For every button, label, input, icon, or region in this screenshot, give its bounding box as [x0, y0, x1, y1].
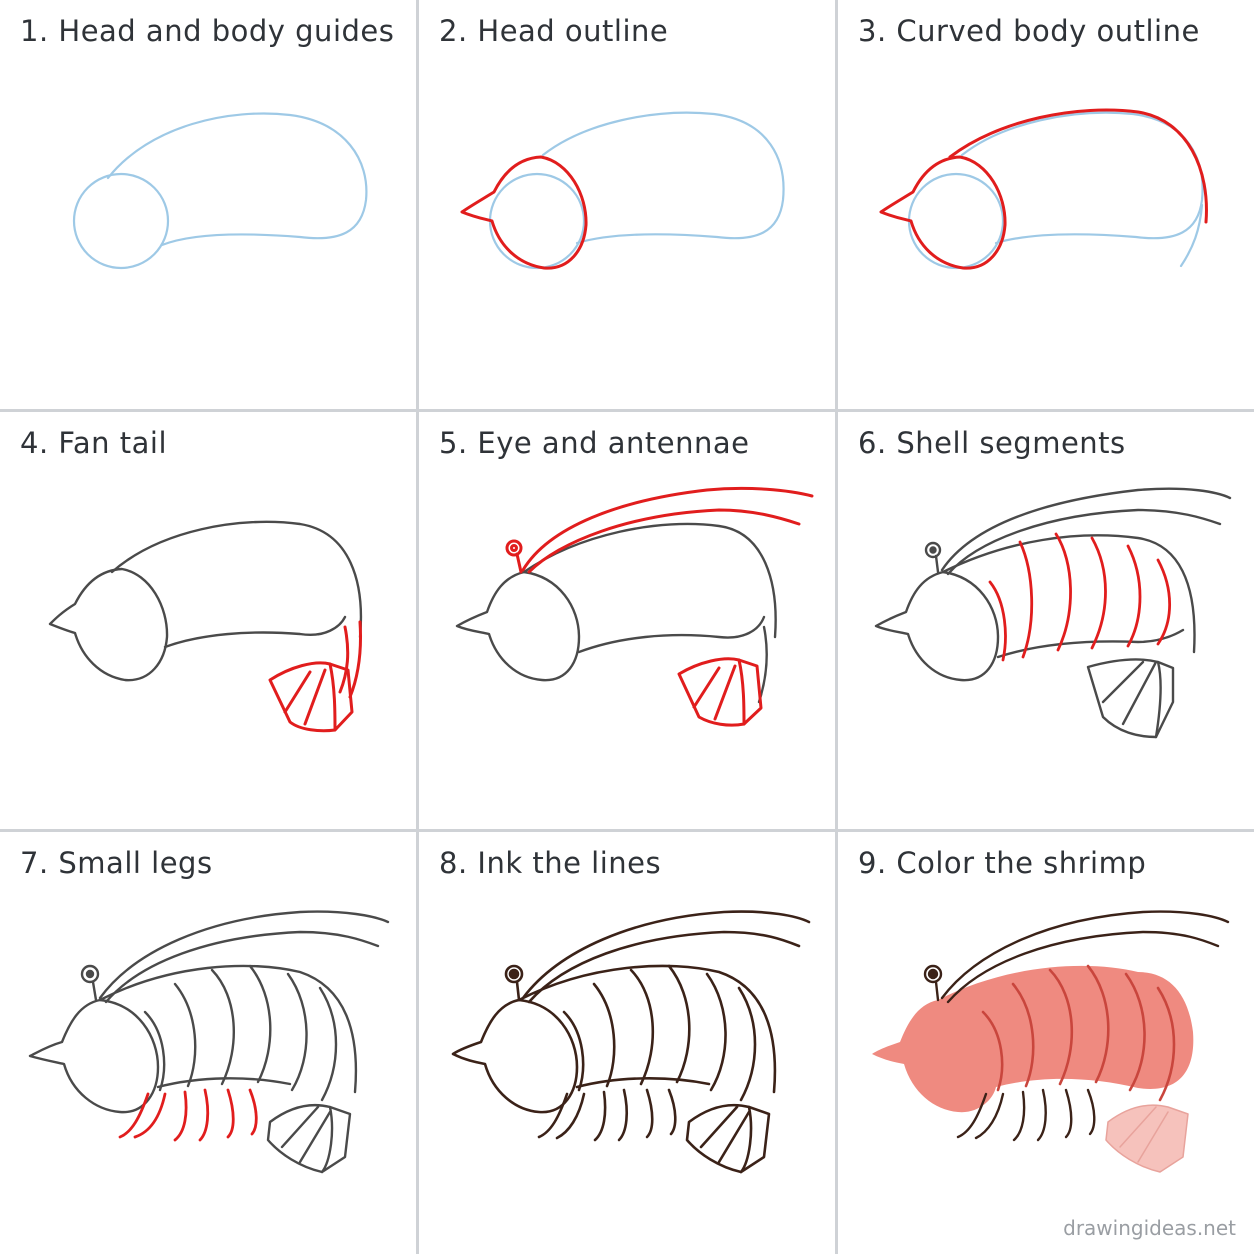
- colored-shrimp: [872, 910, 1230, 1173]
- inked-outline: [451, 910, 811, 1174]
- eye-stroke: [505, 539, 523, 557]
- step-caption: 5. Eye and antennae: [439, 426, 750, 460]
- step-panel-6: 6. Shell segments: [838, 412, 1254, 821]
- head-outline-stroke: [460, 155, 588, 270]
- step-panel-4: 4. Fan tail: [0, 412, 416, 821]
- step-caption: 3. Curved body outline: [858, 14, 1200, 48]
- curved-body-stroke: [948, 108, 1208, 224]
- step-caption: 4. Fan tail: [20, 426, 168, 460]
- leg-strokes: [118, 1088, 258, 1142]
- site-watermark: drawingideas.net: [1063, 1216, 1236, 1240]
- step-5-drawing: [455, 486, 814, 727]
- step-caption: 1. Head and body guides: [20, 14, 395, 48]
- step-panel-7: 7. Small legs: [0, 832, 416, 1254]
- shell-segment-strokes: [988, 532, 1172, 662]
- step-7-drawing: [28, 910, 390, 1174]
- grid-divider: [416, 0, 419, 1254]
- step-9-drawing: [872, 910, 1230, 1173]
- grid-divider: [0, 829, 1254, 832]
- grid-divider: [835, 0, 838, 1254]
- fan-tail-stroke: [268, 620, 362, 733]
- step-6-drawing: [874, 487, 1232, 739]
- step-4-drawing: [48, 520, 363, 733]
- step-caption: 8. Ink the lines: [439, 846, 662, 880]
- step-3-drawing: [879, 108, 1208, 270]
- step-8-drawing: [451, 910, 811, 1174]
- antenna-stroke: [527, 508, 801, 574]
- step-1-drawing: [72, 112, 368, 270]
- step-caption: 7. Small legs: [20, 846, 213, 880]
- step-2-drawing: [460, 111, 785, 270]
- grid-divider: [0, 409, 1254, 412]
- step-panel-3: 3. Curved body outline: [838, 0, 1254, 409]
- step-caption: 6. Shell segments: [858, 426, 1126, 460]
- antenna-stroke: [521, 486, 814, 572]
- step-caption: 2. Head outline: [439, 14, 669, 48]
- step-caption: 9. Color the shrimp: [858, 846, 1147, 880]
- step-panel-8: 8. Ink the lines: [419, 832, 835, 1254]
- step-panel-1: 1. Head and body guides: [0, 0, 416, 409]
- guide-shapes: [72, 112, 368, 270]
- body-guide-bean: [106, 112, 368, 247]
- step-panel-2: 2. Head outline: [419, 0, 835, 409]
- step-panel-5: 5. Eye and antennae: [419, 412, 835, 821]
- step-panel-9: 9. Color the shrimp: [838, 832, 1254, 1254]
- head-guide-circle: [72, 172, 170, 270]
